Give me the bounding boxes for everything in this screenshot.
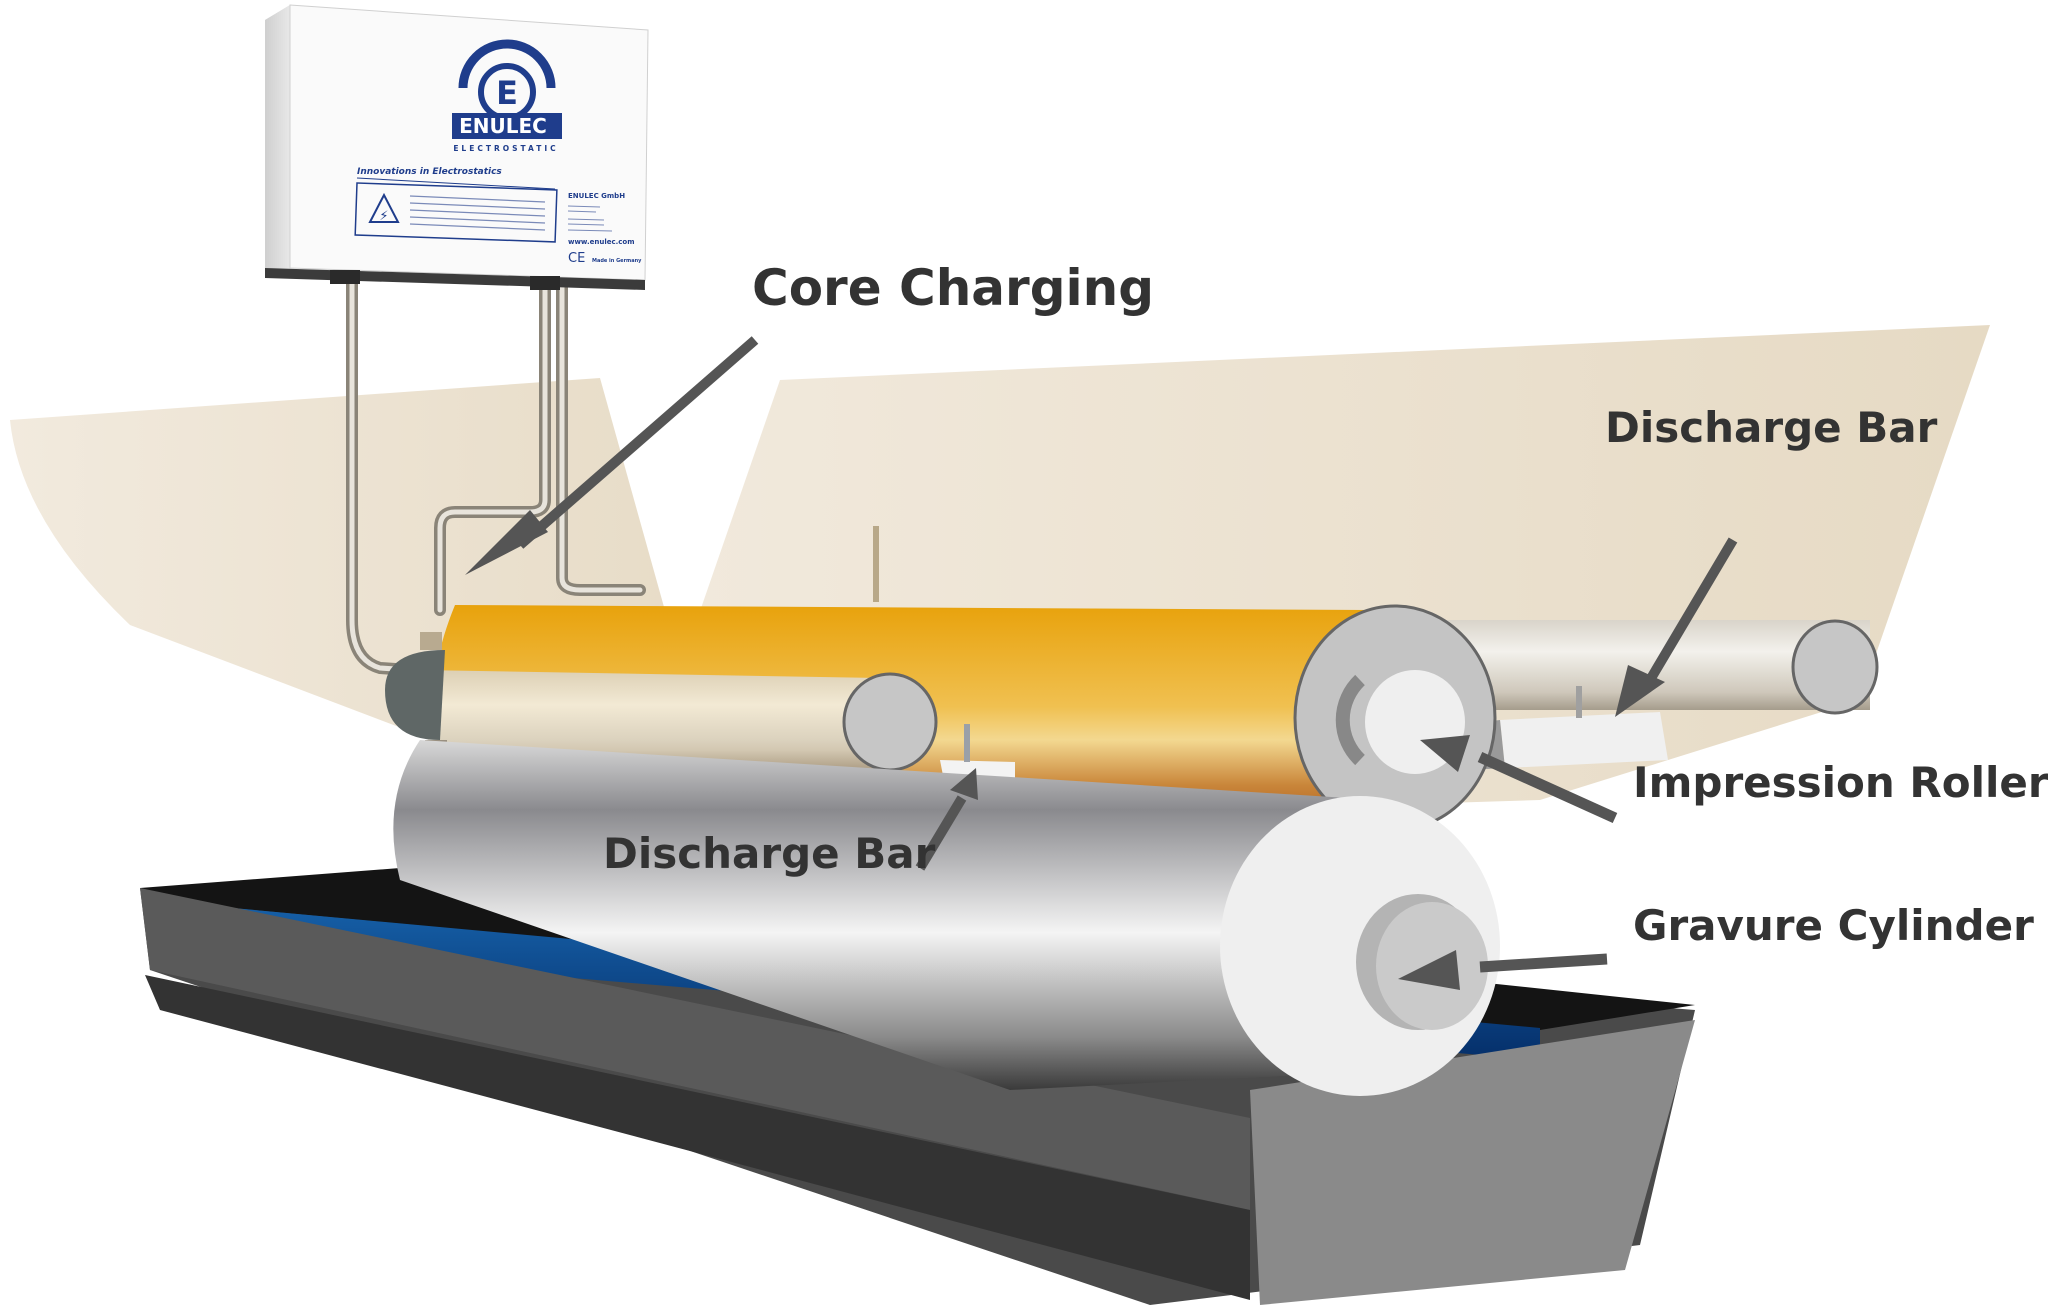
- callout-arrows: [465, 336, 1738, 990]
- box-tagline: Innovations in Electrostatics: [357, 167, 502, 177]
- web-pin: [873, 526, 879, 602]
- label-impression-roller: Impression Roller: [1633, 758, 2048, 807]
- ce-mark: CE: [568, 251, 585, 266]
- enulec-logo: E ENULEC ELECTROSTATIC: [452, 39, 562, 153]
- arrow-core-charging: [465, 336, 759, 575]
- label-discharge-bar-front: Discharge Bar: [603, 829, 936, 878]
- arrow-discharge-bar-rear: [1615, 537, 1738, 717]
- label-core-charging: Core Charging: [752, 259, 1154, 317]
- high-voltage-cables: [346, 274, 646, 678]
- company-website: www.enulec.com: [568, 238, 635, 246]
- brand-name: ENULEC: [459, 114, 547, 138]
- warning-triangle-icon: [368, 192, 400, 223]
- brand-subtitle: ELECTROSTATIC: [453, 144, 558, 153]
- warning-text-lines: [409, 195, 546, 231]
- made-in: Made in Germany: [592, 258, 642, 264]
- arrow-impression-roller: [1420, 735, 1618, 824]
- rear-idler-roller: [1430, 619, 1879, 715]
- arrow-gravure-cylinder: [1398, 950, 1608, 990]
- label-gravure-cylinder: Gravure Cylinder: [1633, 901, 2034, 950]
- company-address-lines: [567, 205, 613, 232]
- label-discharge-bar-top: Discharge Bar: [1605, 403, 1938, 452]
- control-box: E ENULEC ELECTROSTATIC Innovations in El…: [265, 4, 649, 290]
- company-name: ENULEC GmbH: [568, 192, 625, 200]
- warning-label: [354, 182, 558, 243]
- logo-letter: E: [496, 74, 518, 112]
- arrow-discharge-bar-front: [915, 768, 978, 871]
- high-voltage-icon: ⚡: [379, 209, 388, 224]
